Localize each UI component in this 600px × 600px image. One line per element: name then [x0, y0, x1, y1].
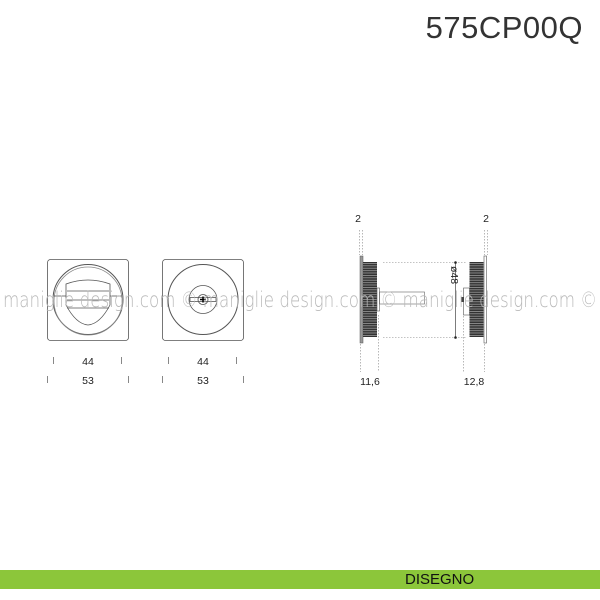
dim-plate-left: 2 — [355, 213, 361, 225]
dim-depth-right: 12,8 — [464, 376, 485, 388]
watermark: maniglie design.com © maniglie design.co… — [3, 288, 597, 312]
dim-inner-1: 44 — [82, 356, 94, 368]
dim-outer-1: 53 — [82, 375, 94, 387]
product-code: 575CP00Q — [425, 10, 583, 45]
front-view-turn — [47, 259, 129, 341]
dim-outer-2: 53 — [197, 375, 209, 387]
dim-diameter: ø48 — [448, 266, 460, 284]
side-view — [359, 230, 488, 372]
dim-depth-left: 11,6 — [360, 376, 380, 388]
dim-inner-2: 44 — [197, 356, 209, 368]
dim-plate-right: 2 — [483, 213, 489, 225]
footer-label: DISEGNO — [405, 571, 475, 588]
front-view-release — [162, 259, 244, 341]
front-dimension-ticks — [47, 357, 244, 383]
footer-bar: DISEGNO — [0, 570, 600, 589]
